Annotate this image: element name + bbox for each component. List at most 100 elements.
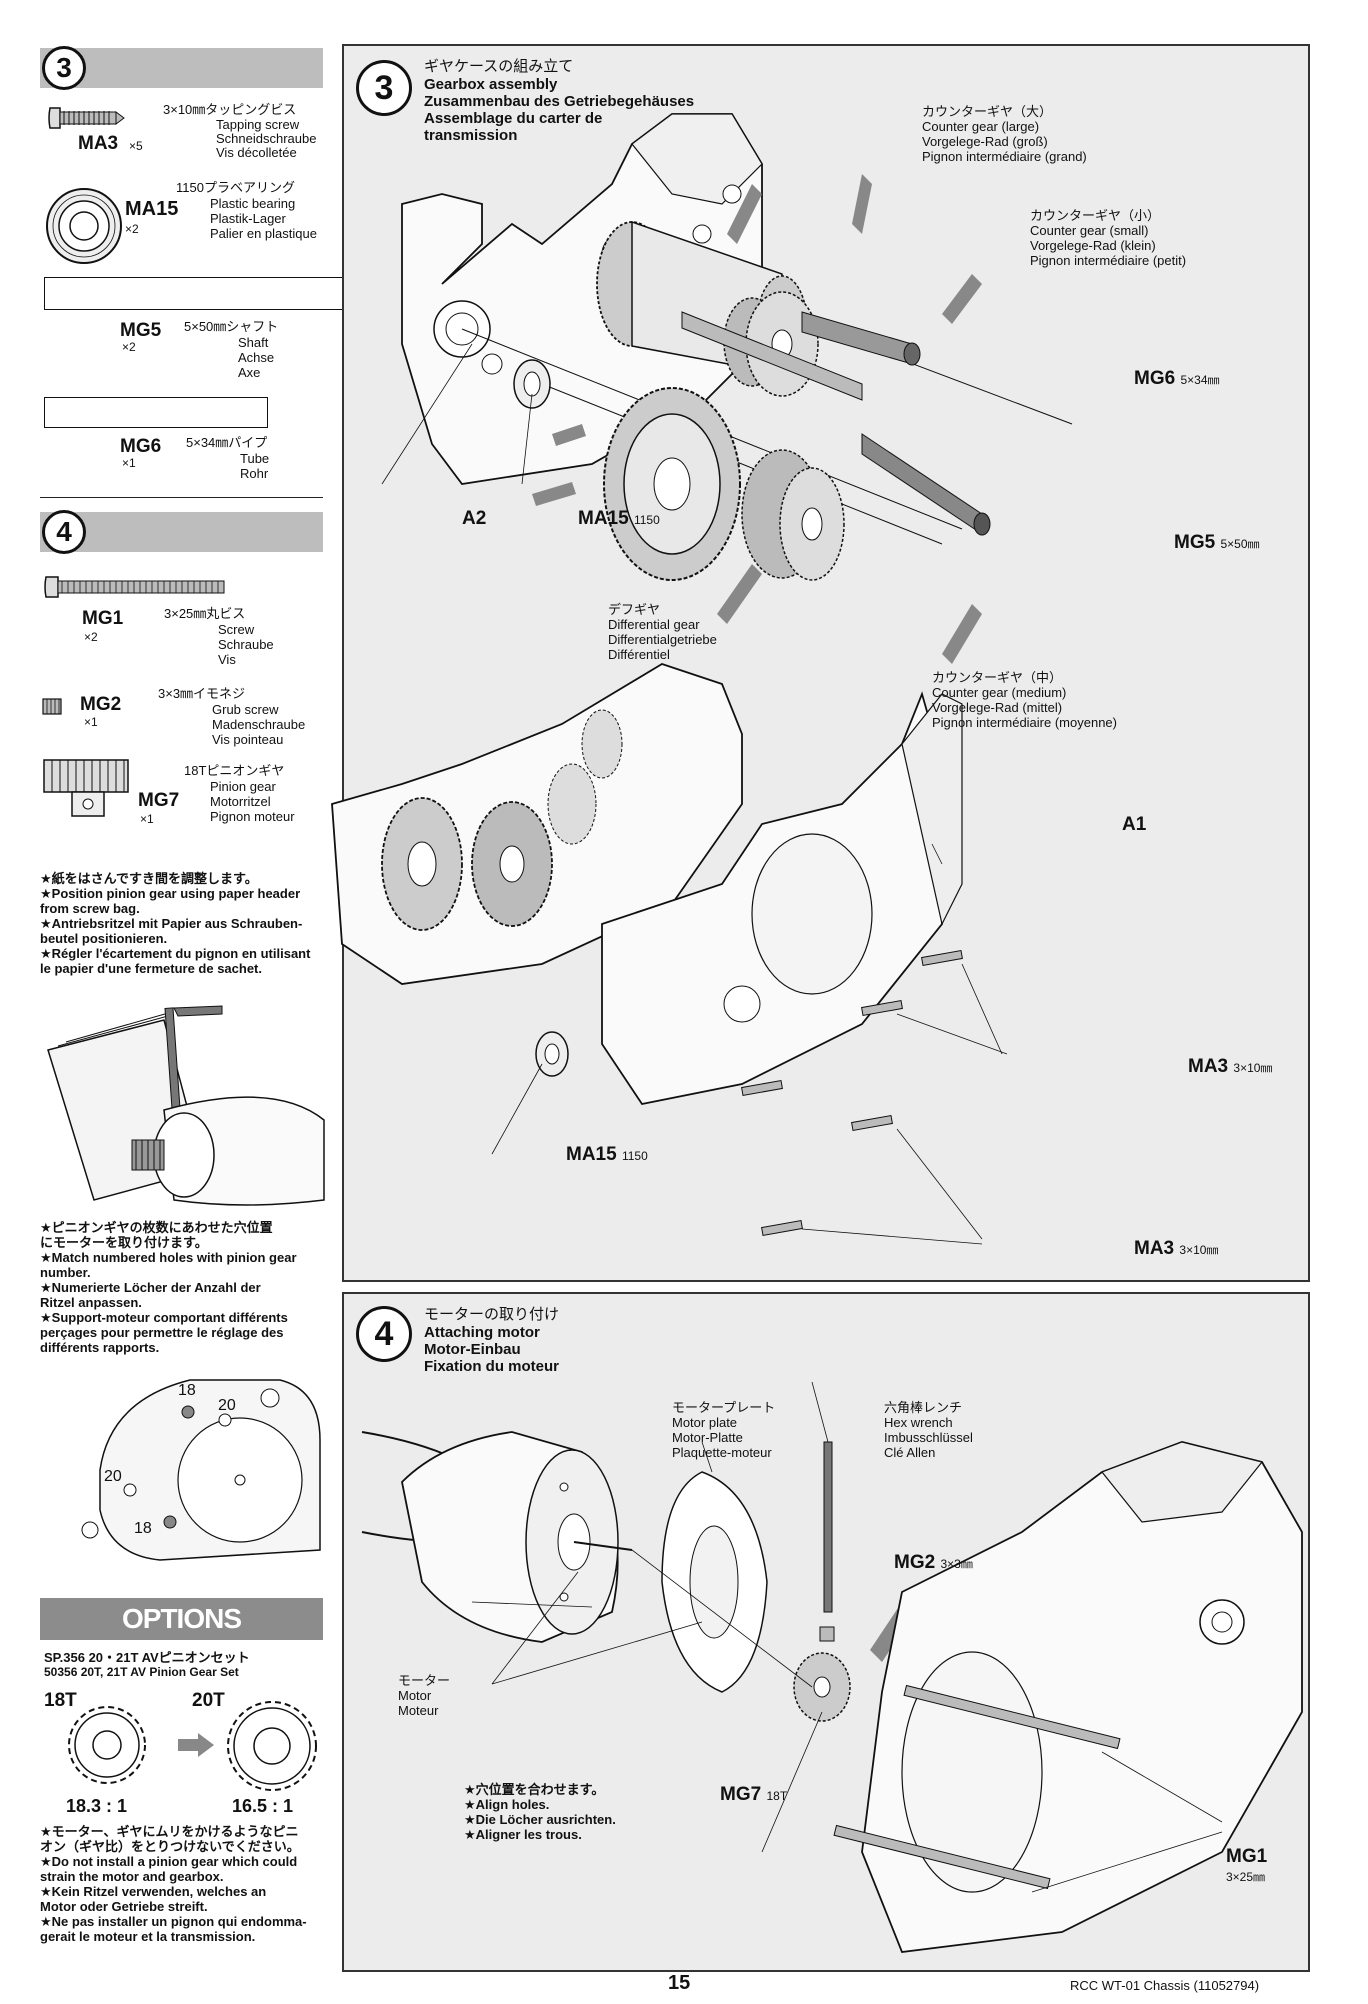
sidebar-divider (40, 497, 323, 498)
step4-header-bar (40, 512, 323, 552)
callout-align-holes: ★穴位置を合わせます。 ★Align holes. ★Die Löcher au… (464, 1782, 616, 1842)
counter-small-jp: カウンターギヤ（小） (1030, 208, 1161, 223)
mg6-de: Rohr (240, 466, 269, 481)
note3-line: strain the motor and gearbox. (40, 1869, 224, 1884)
ma15-bearing-icon (46, 188, 122, 264)
counter-small-de: Vorgelege-Rad (klein) (1030, 238, 1156, 253)
label-mg7: MG7 18T (720, 1784, 787, 1806)
mg6-code: MG6 (120, 436, 162, 457)
panel4-title-de: Motor-Einbau (424, 1341, 521, 1358)
label-ma3-upper: MA3 3×10㎜ (1188, 1056, 1272, 1078)
note2-line: différents rapports. (40, 1340, 160, 1355)
label-mg6: MG6 5×34㎜ (1134, 368, 1220, 390)
mg7-jp: 18Tピニオンギヤ (184, 763, 285, 778)
mg5-code: MG5 (120, 320, 162, 341)
counter-large-jp: カウンターギヤ（大） (922, 104, 1053, 119)
label-ma15-code: MA15 (578, 508, 629, 529)
label-mg1-size: 3×25㎜ (1226, 1870, 1266, 1884)
mg2-grub-screw-icon (42, 698, 62, 715)
mg1-de: Schraube (218, 637, 274, 652)
mg7-code: MG7 (138, 790, 180, 811)
mg2-qty: ×1 (84, 715, 98, 729)
motor-plate-fr: Plaquette-moteur (672, 1445, 772, 1460)
mg1-qty: ×2 (84, 630, 98, 644)
panel4-title-jp: モーターの取り付け (424, 1306, 560, 1323)
motor-plate-holes-illustration (81, 1379, 321, 1561)
label-ma3-lower: MA3 3×10㎜ (1134, 1238, 1218, 1260)
note3-line: ★Kein Ritzel verwenden, welches an (40, 1884, 267, 1899)
note3-line: オン（ギヤ比）をとりつけないでください。 (40, 1839, 300, 1854)
counter-large-fr: Pignon intermédiaire (grand) (922, 149, 1087, 164)
motor-jp: モーター (398, 1673, 451, 1688)
label-ma15-lower: MA15 1150 (566, 1144, 648, 1166)
mg6-en: Tube (240, 451, 270, 466)
ma15-fr: Palier en plastique (210, 226, 317, 241)
callout-motor-plate: モータープレート Motor plate Motor-Platte Plaque… (672, 1400, 775, 1460)
pinion-gap-illustration (47, 1005, 325, 1206)
mg5-shaft-shape (44, 277, 377, 310)
motor-plate-de: Motor-Platte (672, 1430, 743, 1445)
mg6-tube-shape (44, 397, 268, 428)
note1-line: ★紙をはさんですき間を調整します。 (40, 871, 258, 886)
callout-motor: モーター Motor Moteur (398, 1673, 450, 1718)
options-set-en: 50356 20T, 21T AV Pinion Gear Set (44, 1665, 239, 1679)
step4-number: 4 (42, 510, 86, 554)
hole-label-18-top: 18 (178, 1382, 196, 1399)
hex-wrench-jp: 六角棒レンチ (884, 1400, 963, 1415)
mg1-screw-icon (44, 576, 225, 598)
option-gear-20t-label: 20T (192, 1690, 225, 1711)
note3-line: gerait le moteur et la transmission. (40, 1929, 256, 1944)
gearbox-exploded-drawing (331, 113, 1073, 1245)
callout-hex-wrench: 六角棒レンチ Hex wrench Imbusschlüssel Clé All… (884, 1400, 973, 1460)
note-paper-header: ★紙をはさんですき間を調整します。 ★Position pinion gear … (40, 871, 330, 976)
note3-line: ★Do not install a pinion gear which coul… (40, 1854, 298, 1869)
ma3-en: Tapping screw (216, 117, 300, 132)
note2-line: ★Support-moteur comportant différents (40, 1310, 288, 1325)
align-fr: ★Aligner les trous. (464, 1827, 582, 1842)
ratio-20t: 16.5 : 1 (232, 1796, 294, 1816)
options-banner: OPTIONS (40, 1598, 323, 1640)
motor-attach-drawing (361, 1381, 1303, 1953)
note1-line: ★Position pinion gear using paper header (40, 886, 301, 901)
hex-wrench-de: Imbusschlüssel (884, 1430, 973, 1445)
step3-header-bar (40, 48, 323, 88)
ma3-fr: Vis décolletée (216, 145, 297, 160)
label-mg6-code: MG6 (1134, 368, 1176, 389)
label-mg7-code: MG7 (720, 1784, 762, 1805)
align-jp: ★穴位置を合わせます。 (464, 1782, 605, 1797)
note1-line: beutel positionieren. (40, 931, 168, 946)
callout-counter-gear-large: カウンターギヤ（大） Counter gear (large) Vorgeleg… (922, 104, 1087, 164)
panel3-title: ギヤケースの組み立て Gearbox assembly Zusammenbau … (424, 58, 694, 144)
arrow-right-icon (178, 1733, 214, 1757)
note3-line: ★モーター、ギヤにムリをかけるようなピニ (40, 1824, 299, 1839)
option-gear-18t-label: 18T (44, 1690, 77, 1711)
align-de: ★Die Löcher ausrichten. (464, 1812, 616, 1827)
hex-wrench-fr: Clé Allen (884, 1445, 936, 1460)
note3-line: Motor oder Getriebe streift. (40, 1899, 208, 1914)
counter-medium-fr: Pignon intermédiaire (moyenne) (932, 715, 1117, 730)
hole-label-18-bottom: 18 (134, 1520, 152, 1537)
mg6-jp: 5×34㎜パイプ (186, 435, 268, 450)
callout-differential-gear: デフギヤ Differential gear Differentialgetri… (608, 602, 717, 662)
motor-en: Motor (398, 1688, 432, 1703)
counter-large-de: Vorgelege-Rad (groß) (922, 134, 1048, 149)
label-ma3-size: 3×10㎜ (1179, 1243, 1219, 1257)
label-a2: A2 (462, 508, 487, 529)
label-mg1-code: MG1 (1226, 1846, 1268, 1867)
mg6-qty: ×1 (122, 456, 136, 470)
counter-small-en: Counter gear (small) (1030, 223, 1149, 238)
gear-20t-icon (227, 1701, 317, 1791)
label-ma15-code: MA15 (566, 1144, 617, 1165)
panel3-title-jp: ギヤケースの組み立て (424, 58, 574, 75)
note-hole-match: ★ピニオンギヤの枚数にあわせた穴位置 にモーターを取り付けます。 ★Match … (40, 1220, 330, 1355)
mg1-fr: Vis (218, 652, 236, 667)
ma3-screw-icon (48, 107, 125, 129)
panel4-number: 4 (356, 1306, 412, 1362)
page-number: 15 (668, 1972, 691, 1994)
mg2-de: Madenschraube (212, 717, 306, 732)
label-ma3-code: MA3 (1188, 1056, 1229, 1077)
note2-line: number. (40, 1265, 91, 1280)
label-mg6-size: 5×34㎜ (1180, 373, 1220, 387)
callout-counter-gear-small: カウンターギヤ（小） Counter gear (small) Vorgeleg… (1030, 208, 1186, 268)
mg7-fr: Pignon moteur (210, 809, 295, 824)
